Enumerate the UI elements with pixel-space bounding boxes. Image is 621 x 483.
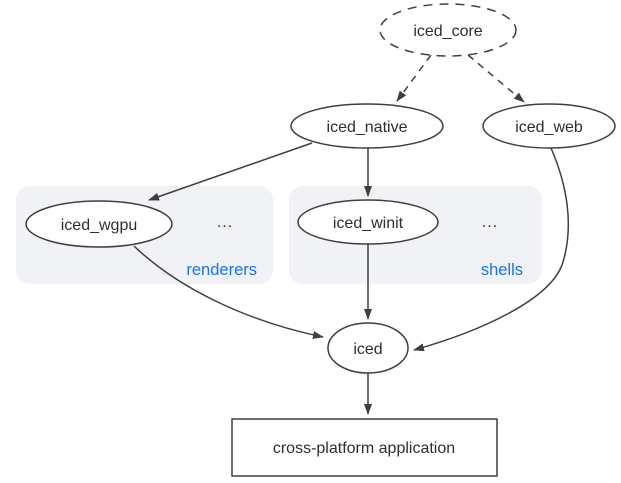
iced_native-ellipse [290, 103, 444, 149]
iced-label: iced [353, 341, 382, 358]
node-iced: iced [327, 322, 409, 374]
node-iced_web: iced_web [482, 103, 616, 149]
iced_web-ellipse [482, 103, 616, 149]
node-iced_wgpu: iced_wgpu [25, 200, 173, 248]
iced_native-label: iced_native [327, 119, 408, 136]
edge-iced_core-to-iced_native [396, 54, 432, 102]
iced-ellipse [327, 322, 409, 374]
shells-ellipsis: ... [482, 214, 498, 231]
edge-iced_web-to-iced [413, 147, 570, 352]
node-iced_native: iced_native [290, 103, 444, 149]
application-box [231, 418, 498, 477]
edge-iced_wgpu-to-iced [133, 245, 324, 339]
iced_wgpu-ellipse [25, 200, 173, 248]
iced_winit-label: iced_winit [333, 215, 404, 232]
node-application: cross-platform application [231, 418, 498, 477]
iced_web-label: iced_web [515, 119, 583, 136]
iced_wgpu-label: iced_wgpu [61, 217, 138, 234]
iced_core-label: iced_core [413, 23, 482, 40]
iced_winit-ellipse [297, 199, 439, 245]
renderers-ellipsis: ... [217, 214, 233, 231]
renderers-group-label: renderers [186, 261, 257, 279]
application-label: cross-platform application [273, 440, 455, 457]
iced_core-ellipse [379, 3, 517, 57]
node-iced_winit: iced_winit [297, 199, 439, 245]
edge-iced_native-to-iced_wgpu [148, 142, 313, 201]
edge-iced_core-to-iced_web [467, 54, 525, 103]
node-iced_core: iced_core [379, 3, 517, 57]
shells-group-label: shells [481, 261, 523, 279]
